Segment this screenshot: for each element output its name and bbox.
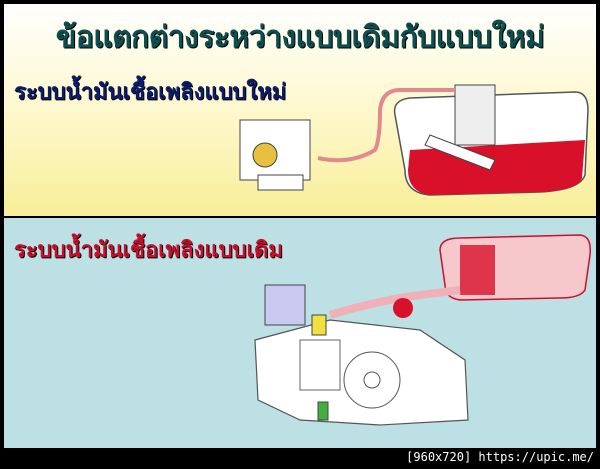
new-fuel-hose (317, 88, 455, 163)
new-system-label: ระบบน้ำมันเชื้อเพลิงแบบใหม่ (14, 80, 287, 105)
watermark: [960x720] https://upic.me/ (406, 450, 594, 464)
old-fuel-tank (439, 234, 592, 301)
new-throttle-body (239, 119, 311, 191)
new-fuel-tank (393, 84, 589, 196)
page-title: ข้อแตกต่างระหว่างแบบเดิมกับแบบใหม่ (55, 20, 545, 55)
fuel-cock (393, 298, 413, 318)
old-system-label: ระบบน้ำมันเชื้อเพลิงแบบเดิม (14, 238, 283, 263)
old-engine (254, 284, 469, 426)
old-fuel-hose (328, 286, 461, 319)
